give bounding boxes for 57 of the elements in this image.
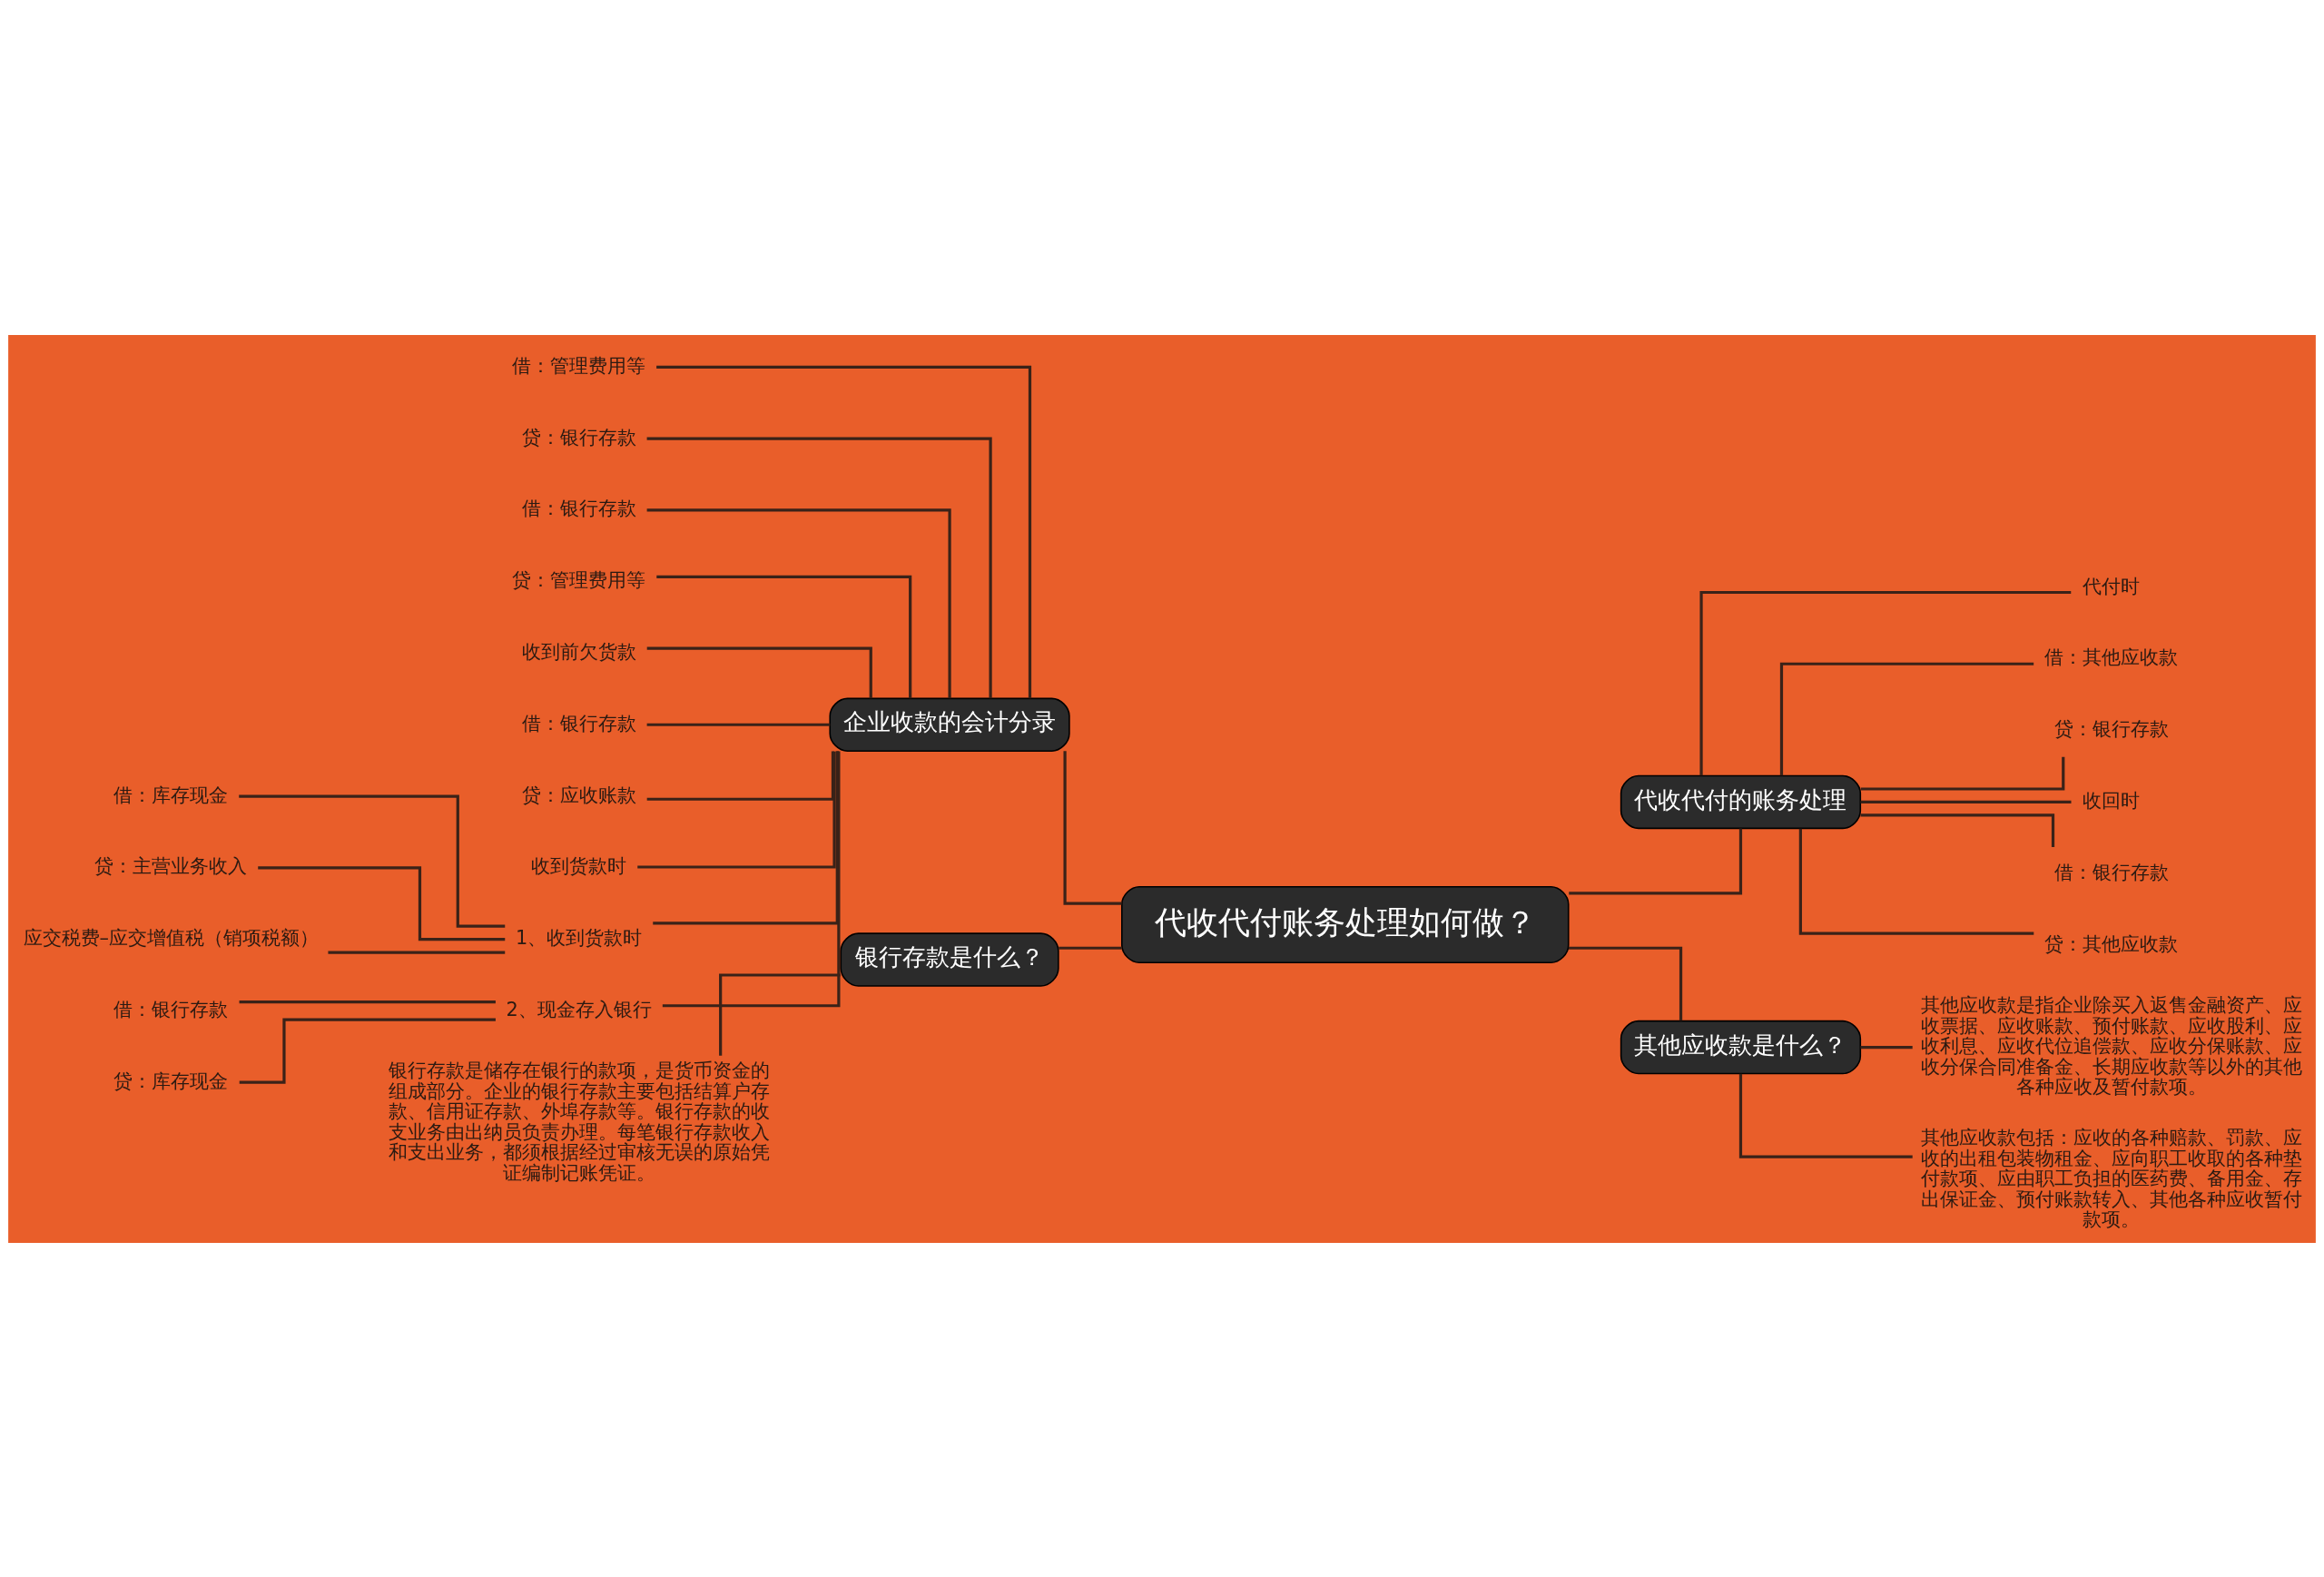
- node-text: 其他应收款是指企业除买入返售金融资产、应收票据、应收账款、预付账款、应收股利、应收利息、应收代位追偿款、应收分保账款、应收分保合同准备金、长期应收款等以外的其他各种应收及暂付款项。: [1920, 993, 2302, 1098]
- node-text: 借：银行存款: [521, 497, 636, 519]
- connector: [646, 723, 831, 726]
- connector: [1569, 828, 1743, 895]
- node-text: 应交税费–应交增值税（销项税额）: [23, 926, 320, 949]
- connector: [653, 750, 839, 924]
- node-box: 银行存款是什么？: [840, 931, 1059, 987]
- node-text: 贷：管理费用等: [512, 568, 646, 591]
- connector: [637, 751, 836, 869]
- connector: [1860, 813, 2055, 847]
- node-text: 借：管理费用等: [512, 354, 646, 377]
- connector: [1738, 1073, 1913, 1158]
- connector: [1568, 946, 1683, 1020]
- node-text: 借：库存现金: [113, 784, 229, 805]
- node-box: 企业收款的会计分录: [829, 697, 1070, 752]
- node-text: 贷：其他应收款: [2044, 931, 2179, 954]
- connector: [719, 972, 841, 1056]
- node-text: 贷：应收账款: [521, 784, 636, 805]
- connector: [646, 646, 872, 698]
- connector: [656, 575, 912, 698]
- connector: [1860, 800, 2072, 803]
- node-text: 收到货款时: [531, 854, 627, 877]
- node-text: 贷：银行存款: [2053, 717, 2169, 740]
- connector: [239, 1017, 496, 1084]
- connector: [646, 750, 835, 801]
- node-box: 其他应收款是什么？: [1620, 1020, 1862, 1074]
- node-box: 代收代付的账务处理: [1620, 774, 1862, 829]
- node-text: 收回时: [2083, 789, 2141, 812]
- connector: [1059, 946, 1122, 950]
- connector: [258, 865, 506, 941]
- node-text: 贷：库存现金: [113, 1069, 229, 1092]
- node-text: 代付时: [2083, 575, 2141, 597]
- connector: [1779, 662, 2034, 775]
- connector: [239, 793, 506, 928]
- node-text: 1、收到货款时: [516, 926, 643, 949]
- connector: [1063, 750, 1122, 905]
- connector: [656, 365, 1032, 698]
- node-text: 贷：主营业务收入: [94, 854, 248, 877]
- node-text: 借：银行存款: [2053, 861, 2169, 883]
- connector: [1699, 590, 2072, 775]
- node-text: 借：银行存款: [521, 712, 636, 734]
- node-text: 收到前欠货款: [521, 640, 636, 663]
- connector: [1860, 1045, 1913, 1049]
- node-text: 其他应收款包括：应收的各种赔款、罚款、应收的出租包装物租金、应向职工收取的各种垫付款项、应由职工负担的医药费、备用金、存出保证金、预付账款转入、其他各种应收暂付款项。: [1920, 1126, 2302, 1230]
- node-text: 贷：银行存款: [521, 426, 636, 448]
- node-text: 银行存款是储存在银行的款项，是货币资金的组成部分。企业的银行存款主要包括结算户存款、信用证存款、外埠存款等。银行存款的收支业务由出纳员负责办理。每笔银行存款收入和支出业务，都须根据经过审核无误的原始凭证编制记账凭证。: [388, 1059, 770, 1184]
- connector: [646, 508, 951, 698]
- node-text: 借：银行存款: [113, 998, 229, 1020]
- node-text: 2、现金存入银行: [506, 998, 652, 1020]
- connector: [328, 950, 506, 954]
- node-text: 借：其他应收款: [2044, 646, 2179, 668]
- connector: [239, 1000, 496, 1003]
- connector: [1860, 756, 2065, 791]
- connector: [1798, 828, 2034, 935]
- connector: [662, 750, 841, 1007]
- connector: [646, 437, 992, 698]
- node-box: 代收代付账务处理如何做？: [1121, 885, 1570, 963]
